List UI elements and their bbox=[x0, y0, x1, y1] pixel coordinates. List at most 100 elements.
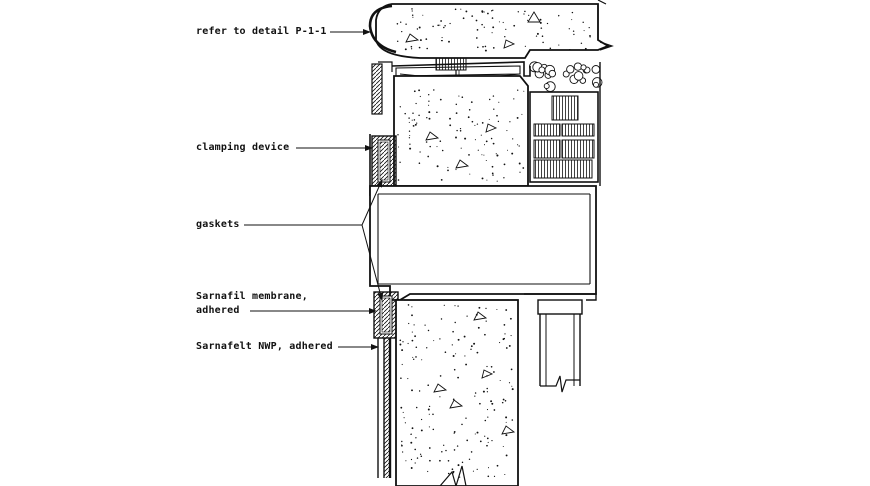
stipple-dot bbox=[491, 165, 494, 168]
label-gaskets: gaskets bbox=[196, 219, 240, 230]
stipple-dot bbox=[405, 23, 407, 25]
stipple-dot bbox=[490, 365, 493, 368]
stipple-dot bbox=[408, 137, 411, 139]
stipple-dot bbox=[412, 358, 415, 361]
stipple-dot bbox=[428, 413, 430, 415]
stipple-dot bbox=[428, 117, 431, 120]
label-membrane-line2: adhered bbox=[196, 305, 240, 316]
stipple-dot bbox=[482, 390, 485, 393]
stipple-dot bbox=[452, 330, 454, 333]
stipple-dot bbox=[401, 30, 403, 33]
stipple-dot bbox=[518, 145, 520, 147]
stipple-dot bbox=[465, 10, 468, 13]
stipple-dot bbox=[454, 305, 456, 307]
gravel-stone bbox=[580, 64, 587, 71]
stipple-dot bbox=[495, 153, 497, 155]
gravel-stone bbox=[548, 69, 557, 78]
stipple-dot bbox=[415, 346, 418, 349]
label-sarnafelt: Sarnafelt NWP, adhered bbox=[196, 341, 333, 352]
stipple-dot bbox=[468, 109, 471, 111]
stipple-dot bbox=[523, 13, 525, 15]
stipple-dot bbox=[412, 16, 414, 18]
stipple-dot bbox=[468, 154, 470, 156]
stipple-dot bbox=[436, 146, 438, 148]
stipple-dot bbox=[504, 400, 507, 402]
stipple-dot bbox=[427, 384, 430, 387]
stipple-dot bbox=[468, 458, 471, 461]
stipple-dot bbox=[411, 10, 413, 12]
stipple-dot bbox=[496, 180, 498, 182]
stipple-dot bbox=[459, 127, 462, 130]
stipple-dot bbox=[439, 459, 441, 462]
stipple-dot bbox=[443, 444, 445, 446]
stipple-dot bbox=[521, 113, 523, 115]
stipple-dot bbox=[458, 95, 460, 97]
aggregate-triangle bbox=[527, 11, 541, 23]
stipple-dot bbox=[461, 423, 463, 426]
stipple-dot bbox=[408, 117, 410, 119]
stipple-dot bbox=[527, 19, 529, 21]
stipple-dot bbox=[486, 387, 488, 390]
stipple-dot bbox=[419, 151, 421, 153]
leader-gaskets-upper bbox=[361, 179, 383, 226]
stipple-dot bbox=[447, 472, 450, 475]
stipple-dot bbox=[411, 331, 413, 333]
stipple-dot bbox=[403, 417, 405, 419]
stipple-dot bbox=[584, 47, 587, 50]
stipple-dot bbox=[488, 98, 491, 101]
stipple-dot bbox=[457, 464, 460, 467]
stipple-dot bbox=[402, 341, 404, 343]
stipple-dot bbox=[418, 26, 421, 29]
stipple-dot bbox=[486, 437, 489, 440]
stipple-dot bbox=[407, 342, 409, 345]
stipple-dot bbox=[411, 389, 413, 392]
stipple-dot bbox=[471, 120, 474, 123]
stipple-dot bbox=[420, 455, 423, 458]
stipple-dot bbox=[420, 429, 423, 432]
stipple-dot bbox=[408, 121, 410, 123]
label-membrane-line1: Sarnafil membrane, bbox=[196, 291, 308, 302]
stipple-dot bbox=[476, 431, 479, 434]
stipple-dot bbox=[396, 40, 399, 43]
stipple-dot bbox=[414, 123, 417, 126]
stipple-dot bbox=[400, 377, 402, 379]
stipple-dot bbox=[512, 138, 514, 140]
stipple-dot bbox=[571, 11, 574, 14]
stipple-dot bbox=[444, 24, 446, 27]
stipple-dot bbox=[492, 95, 495, 97]
stipple-dot bbox=[502, 445, 504, 448]
stipple-dot bbox=[412, 112, 414, 115]
stipple-dot bbox=[481, 122, 484, 124]
wood-blocking bbox=[529, 62, 601, 186]
stipple-dot bbox=[508, 344, 511, 347]
stipple-dot bbox=[457, 305, 459, 307]
stipple-dot bbox=[472, 470, 474, 472]
stipple-dot bbox=[439, 375, 442, 377]
stipple-dot bbox=[464, 355, 466, 357]
steel-post bbox=[524, 293, 597, 393]
stipple-dot bbox=[481, 154, 483, 156]
stipple-dot bbox=[418, 114, 420, 117]
stipple-dot bbox=[401, 363, 403, 366]
stipple-dot bbox=[409, 147, 412, 150]
stipple-dot bbox=[413, 90, 416, 93]
stipple-dot bbox=[474, 124, 476, 126]
stipple-dot bbox=[508, 382, 511, 384]
stipple-dot bbox=[418, 89, 421, 92]
stipple-dot bbox=[401, 440, 403, 443]
stipple-dot bbox=[518, 162, 521, 165]
stipple-dot bbox=[416, 457, 419, 459]
stipple-dot bbox=[404, 112, 406, 115]
stipple-dot bbox=[475, 19, 478, 22]
gravel-stone bbox=[562, 70, 570, 78]
stipple-dot bbox=[428, 405, 431, 408]
stipple-dot bbox=[432, 413, 434, 416]
stipple-dot bbox=[441, 149, 444, 152]
stipple-dot bbox=[487, 441, 489, 443]
stipple-dot bbox=[541, 35, 544, 37]
stipple-dot bbox=[420, 418, 423, 421]
stipple-dot bbox=[451, 468, 454, 471]
stipple-dot bbox=[511, 419, 514, 421]
stipple-dot bbox=[549, 47, 552, 50]
stipple-dot bbox=[509, 317, 512, 320]
